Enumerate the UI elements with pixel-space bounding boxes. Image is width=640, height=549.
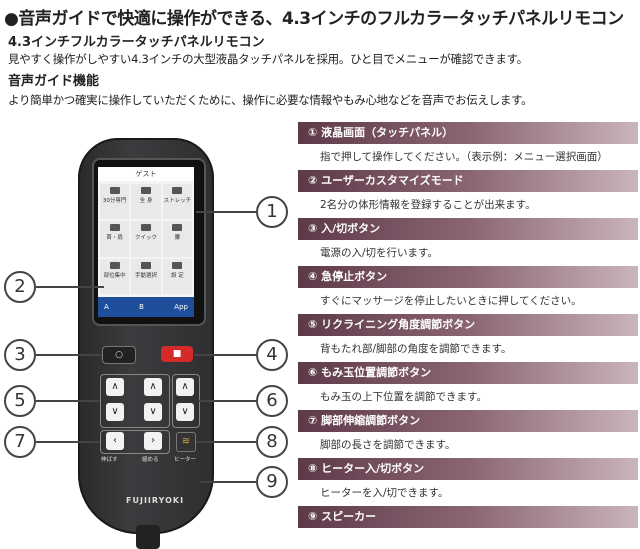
callout-5: 5 [4,385,36,417]
callout-3: 3 [4,339,36,371]
callout-9: 9 [256,466,288,498]
callout-line [36,354,102,356]
feature-heading: ⑥ もみ玉位置調節ボタン [298,362,638,384]
menu-item[interactable]: 腰 [162,221,192,257]
feature-heading: ① 液晶画面（タッチパネル） [298,122,638,144]
leg-extend-button[interactable]: ‹ [106,432,124,450]
brand-logo: FUJIIRYOKI [126,496,185,505]
remote-cord [136,525,160,549]
menu-item[interactable]: ストレッチ [162,184,192,220]
lcd-title: ゲスト [98,167,194,181]
menu-item[interactable]: 設 定 [162,258,192,294]
callout-line [36,441,100,443]
feature-heading: ④ 急停止ボタン [298,266,638,288]
feature-list: ① 液晶画面（タッチパネル） 指で押して操作してください。（表示例：メニュー選択… [298,122,638,528]
text-touch-panel: 見やすく操作がしやすい4.3インチの大型液晶タッチパネルを採用。ひと目でメニュー… [8,52,528,66]
emergency-stop-button[interactable]: ■ [161,346,193,362]
subtitle-touch-panel: 4.3インチフルカラータッチパネルリモコン [8,35,265,50]
feature-heading: ⑨ スピーカー [298,506,638,528]
feature-desc: もみ玉の上下位置を調節できます。 [320,391,487,403]
menu-item[interactable]: 首・肩 [100,221,130,257]
user-a-button[interactable]: A [104,303,109,311]
feature-heading: ⑤ リクライニング角度調節ボタン [298,314,638,336]
app-button[interactable]: App [174,303,188,311]
callout-line [36,400,100,402]
callout-8: 8 [256,426,288,458]
callout-7: 7 [4,426,36,458]
subtitle-voice-guide: 音声ガイド機能 [8,74,100,89]
callout-line [196,211,256,213]
page-title: ●音声ガイドで快適に操作ができる、4.3インチのフルカラータッチパネルリモコン [4,9,624,29]
recline-up-right-button[interactable]: ∧ [144,378,162,396]
menu-item[interactable]: 手動選択 [131,258,161,294]
recline-pad [100,374,170,428]
power-button[interactable]: ○ [102,346,136,364]
feature-heading: ③ 入/切ボタン [298,218,638,240]
user-b-button[interactable]: B [139,303,144,311]
callout-2: 2 [4,271,36,303]
text-voice-guide: より簡単かつ確実に操作していただくために、操作に必要な情報やもみ心地などを音声で… [8,93,533,107]
callout-line [198,400,256,402]
feature-desc: すぐにマッサージを停止したいときに押してください。 [320,295,582,307]
feature-heading: ⑧ ヒーター入/切ボタン [298,458,638,480]
menu-item[interactable]: 30分専門 [100,184,130,220]
lcd-touch-panel[interactable]: ゲスト 30分専門 全 身 ストレッチ 首・肩 クイック 腰 部位集中 手動選択… [98,167,194,317]
heater-button[interactable]: ≋ [176,432,196,452]
feature-desc: ヒーターを入/切できます。 [320,487,449,499]
feature-desc: 指で押して操作してください。（表示例：メニュー選択画面） [320,151,608,163]
extend-label: 伸ばす [101,457,118,463]
recline-down-right-button[interactable]: ∨ [144,403,162,421]
recline-down-left-button[interactable]: ∨ [106,403,124,421]
feature-desc: 電源の入/切を行います。 [320,247,438,259]
heater-label: ヒーター [174,457,197,463]
callout-4: 4 [256,339,288,371]
callout-6: 6 [256,385,288,417]
menu-item[interactable]: 部位集中 [100,258,130,294]
feature-heading: ⑦ 脚部伸縮調節ボタン [298,410,638,432]
menu-item[interactable]: 全 身 [131,184,161,220]
callout-line [36,286,104,288]
leg-pad [100,430,170,454]
feature-heading: ② ユーザーカスタマイズモード [298,170,638,192]
callout-line [200,481,256,483]
callout-line [194,354,256,356]
recline-up-left-button[interactable]: ∧ [106,378,124,396]
callout-1: 1 [256,196,288,228]
feature-desc: 背もたれ部/脚部の角度を調節できます。 [320,343,512,355]
feature-desc: 脚部の長さを調節できます。 [320,439,456,451]
roller-down-button[interactable]: ∨ [176,403,194,421]
callout-line [196,441,256,443]
leg-retract-button[interactable]: › [144,432,162,450]
retract-label: 縮める [142,457,159,463]
menu-item[interactable]: クイック [131,221,161,257]
feature-desc: 2名分の体形情報を登録することが出来ます。 [320,199,536,211]
roller-up-button[interactable]: ∧ [176,378,194,396]
